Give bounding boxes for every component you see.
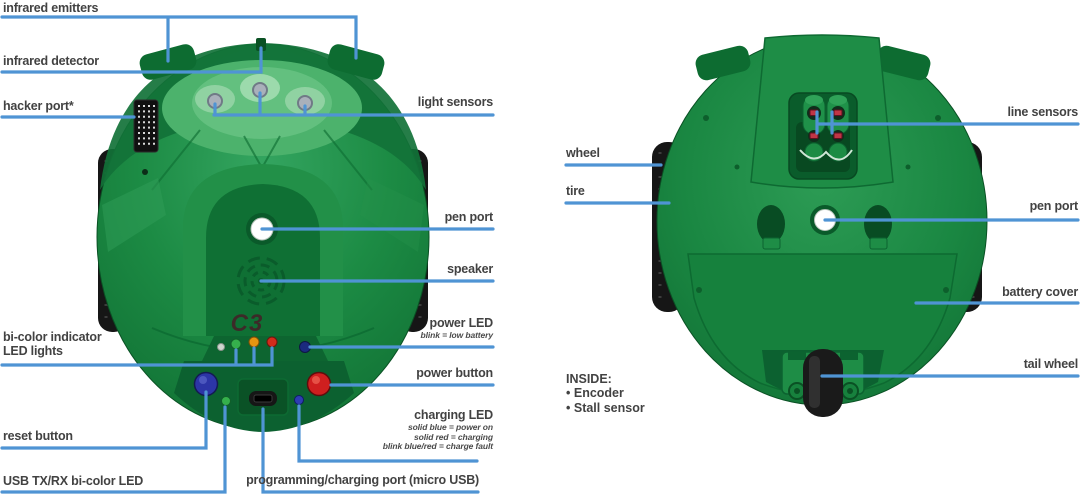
chassis-hole <box>864 205 892 243</box>
label-line-sensors: line sensors <box>1007 105 1078 119</box>
callout-programming-port <box>261 407 480 494</box>
robot-top-view: C3 <box>96 38 430 432</box>
screws <box>696 115 949 293</box>
robot-bottom-view <box>652 34 988 417</box>
label-reset-button: reset button <box>3 429 73 443</box>
note-power-led: blink = low battery <box>420 329 494 340</box>
line-sensors <box>788 92 858 180</box>
inside-item-stall-sensor: Stall sensor <box>566 401 645 415</box>
power-button <box>306 371 332 397</box>
label-charging-led: charging LED <box>414 408 493 422</box>
status-led-white <box>217 343 225 351</box>
callout-usb-txrx-led <box>0 405 227 494</box>
corner-bump-left <box>695 45 751 81</box>
inside-heading: INSIDE: <box>566 372 612 386</box>
label-speaker: speaker <box>447 262 493 276</box>
callout-light-sensors <box>212 91 495 117</box>
chassis-hole <box>757 205 785 243</box>
center-arch-inner <box>206 184 320 336</box>
label-hacker-port: hacker port* <box>3 99 74 113</box>
inside-note: INSIDE: Encoder Stall sensor <box>566 372 645 415</box>
corner-bump-right <box>875 45 931 81</box>
callout-charging-led <box>297 404 479 463</box>
charging-led <box>294 395 304 405</box>
label-pen-port-bottom: pen port <box>1029 199 1079 213</box>
callout-lines <box>0 15 1080 494</box>
indicator-led-orange <box>248 336 260 348</box>
label-tire: tire <box>566 184 585 198</box>
usb-txrx-led <box>221 396 231 406</box>
label-power-led: power LED <box>429 316 494 330</box>
sensor-glow-inner <box>192 67 332 139</box>
infrared-emitter-right <box>327 44 385 80</box>
micro-usb-port <box>237 378 289 416</box>
label-light-sensors: light sensors <box>417 95 493 109</box>
label-charging-led-group: charging LED solid blue = power on solid… <box>382 408 493 452</box>
indicator-led-green <box>230 338 242 350</box>
light-sensors <box>195 74 325 115</box>
infrared-detector <box>256 38 266 51</box>
latch-tab <box>869 237 888 250</box>
callout-bicolor-leds <box>0 346 274 367</box>
label-infrared-detector: infrared detector <box>3 54 99 68</box>
callout-infrared-detector <box>0 46 263 74</box>
label-tail-wheel: tail wheel <box>1023 357 1078 371</box>
label-battery-cover: battery cover <box>1002 285 1078 299</box>
label-infrared-emitters: infrared emitters <box>3 1 99 15</box>
label-bicolor-leds: bi-color indicator LED lights <box>3 330 102 358</box>
note-charging-led-2: solid red = charging <box>413 431 493 442</box>
reset-button <box>193 371 219 397</box>
line-sensor <box>833 109 843 116</box>
latch-tab <box>762 237 781 250</box>
hacker-port <box>133 99 159 175</box>
label-power-led-group: power LED blink = low battery <box>420 316 494 341</box>
label-wheel: wheel <box>566 146 600 160</box>
note-charging-led-1: solid blue = power on <box>407 421 493 432</box>
body-shading <box>360 178 424 252</box>
inside-item-encoder: Encoder <box>566 386 645 400</box>
callout-reset-button <box>0 390 208 450</box>
label-power-button: power button <box>416 366 493 380</box>
indicator-led-red <box>266 336 278 348</box>
note-charging-led-3: blink blue/red = charge fault <box>382 441 493 452</box>
label-usb-txrx-led: USB TX/RX bi-color LED <box>3 474 144 488</box>
label-programming-port: programming/charging port (micro USB) <box>246 473 479 487</box>
logo-text: C3 <box>231 310 264 337</box>
callout-line-sensors <box>815 110 1080 135</box>
callout-infrared-emitters <box>0 15 358 63</box>
label-pen-port-top: pen port <box>444 210 494 224</box>
body-shading <box>102 178 166 252</box>
tail-wheel <box>762 349 884 417</box>
